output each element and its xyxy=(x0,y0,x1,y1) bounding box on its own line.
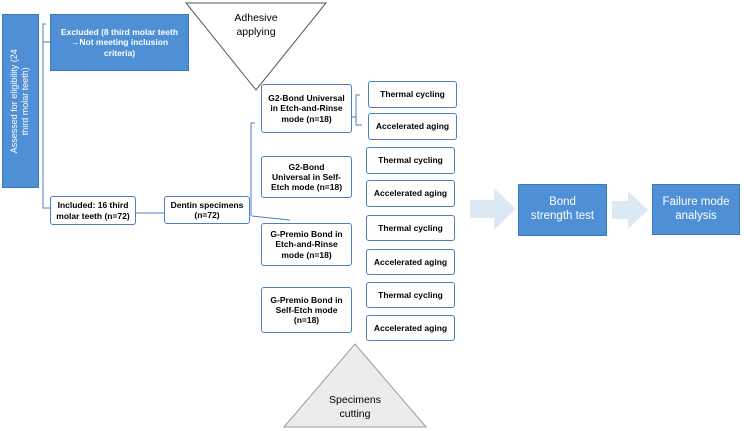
bond-strength-test-box: Bond strength test xyxy=(518,184,607,236)
eligibility-bracket xyxy=(42,23,46,209)
dentin-line1: Dentin specimens xyxy=(170,199,244,210)
group2-line1: G2-Bond xyxy=(288,161,325,172)
group1-aging-bracket xyxy=(352,94,362,126)
cutting-line2: cutting xyxy=(339,408,371,421)
arrow-to-bond-strength xyxy=(470,188,516,230)
group-box-gpremio-etch-rinse: G-Premio Bond in Etch-and-Rinse mode (n=… xyxy=(261,223,352,266)
eligibility-box: Assessed for eligibility (24 third molar… xyxy=(2,14,39,188)
adhesive-line2: applying xyxy=(236,26,276,39)
adhesive-applying-label: Adhesive applying xyxy=(206,11,306,39)
accelerated-aging-box-1: Accelerated aging xyxy=(368,113,457,140)
accelerated-aging-label-4: Accelerated aging xyxy=(373,322,448,333)
group4-line2: Self-Etch mode xyxy=(275,304,338,315)
accelerated-aging-box-4: Accelerated aging xyxy=(366,315,455,341)
included-line1: Included: 16 third xyxy=(57,200,129,211)
failure-mode-analysis-box: Failure mode analysis xyxy=(652,184,740,235)
excluded-line1: Excluded (8 third molar teeth xyxy=(60,27,179,38)
excluded-line3: criteria) xyxy=(103,47,136,58)
thermal-cycling-box-1: Thermal cycling xyxy=(368,81,457,108)
specimens-cutting-label: Specimens cutting xyxy=(305,393,405,421)
dentin-line2: (n=72) xyxy=(194,210,220,220)
eligibility-line2: third molar teeth) xyxy=(20,66,31,136)
thermal-cycling-box-3: Thermal cycling xyxy=(366,215,455,241)
group1-line2: in Etch-and-Rinse xyxy=(270,103,343,114)
dentin-to-group3-line xyxy=(251,215,291,221)
thermal-cycling-box-4: Thermal cycling xyxy=(366,282,455,308)
group3-line1: G-Premio Bond in xyxy=(270,229,343,240)
group-box-g2-etch-rinse: G2-Bond Universal in Etch-and-Rinse mode… xyxy=(261,84,352,133)
excluded-line2: →Not meeting inclusion xyxy=(70,37,169,48)
specimens-cutting-triangle xyxy=(282,343,428,428)
group-box-g2-self-etch: G2-Bond Universal in Self- Etch mode (n=… xyxy=(261,156,352,198)
accelerated-aging-box-3: Accelerated aging xyxy=(366,249,455,275)
thermal-cycling-box-2: Thermal cycling xyxy=(366,147,455,174)
eligibility-label: Assessed for eligibility (24 third molar… xyxy=(9,49,32,153)
dentin-groups-bracket xyxy=(250,122,255,216)
thermal-cycling-label-2: Thermal cycling xyxy=(378,155,443,166)
cutting-line1: Specimens xyxy=(329,394,381,406)
accelerated-aging-label-2: Accelerated aging xyxy=(373,188,448,199)
dentin-specimens-box: Dentin specimens (n=72) xyxy=(164,196,250,224)
arrow-to-failure-mode xyxy=(612,191,648,229)
group2-line2: Universal in Self- xyxy=(272,171,341,182)
group4-line3: (n=18) xyxy=(293,315,320,326)
group1-line1: G2-Bond Universal xyxy=(268,93,345,104)
failure-line2: analysis xyxy=(675,209,717,222)
thermal-cycling-label-1: Thermal cycling xyxy=(380,89,445,100)
included-line2: molar teeth (n=72) xyxy=(56,210,130,221)
group-box-gpremio-self-etch: G-Premio Bond in Self-Etch mode (n=18) xyxy=(261,287,352,333)
excluded-box: Excluded (8 third molar teeth →Not meeti… xyxy=(50,14,189,71)
group2-line3: Etch mode (n=18) xyxy=(270,182,343,193)
accelerated-aging-box-2: Accelerated aging xyxy=(366,180,455,207)
accelerated-aging-label-3: Accelerated aging xyxy=(373,256,448,267)
adhesive-line1: Adhesive xyxy=(234,12,278,24)
group3-line2: Etch-and-Rinse xyxy=(275,239,338,250)
group4-line1: G-Premio Bond in xyxy=(270,294,343,305)
included-box: Included: 16 third molar teeth (n=72) xyxy=(50,196,136,225)
group1-line3: mode (n=18) xyxy=(281,113,332,124)
group3-line3: mode (n=18) xyxy=(281,249,332,260)
thermal-cycling-label-4: Thermal cycling xyxy=(378,289,443,300)
thermal-cycling-label-3: Thermal cycling xyxy=(378,222,443,233)
bond-line2: strength test xyxy=(530,210,595,222)
accelerated-aging-label-1: Accelerated aging xyxy=(375,121,450,132)
bond-line1: Bond xyxy=(549,196,576,209)
eligibility-line1: Assessed for eligibility (24 xyxy=(9,48,20,154)
adhesive-applying-triangle xyxy=(184,2,328,91)
failure-line1: Failure mode xyxy=(662,195,730,208)
